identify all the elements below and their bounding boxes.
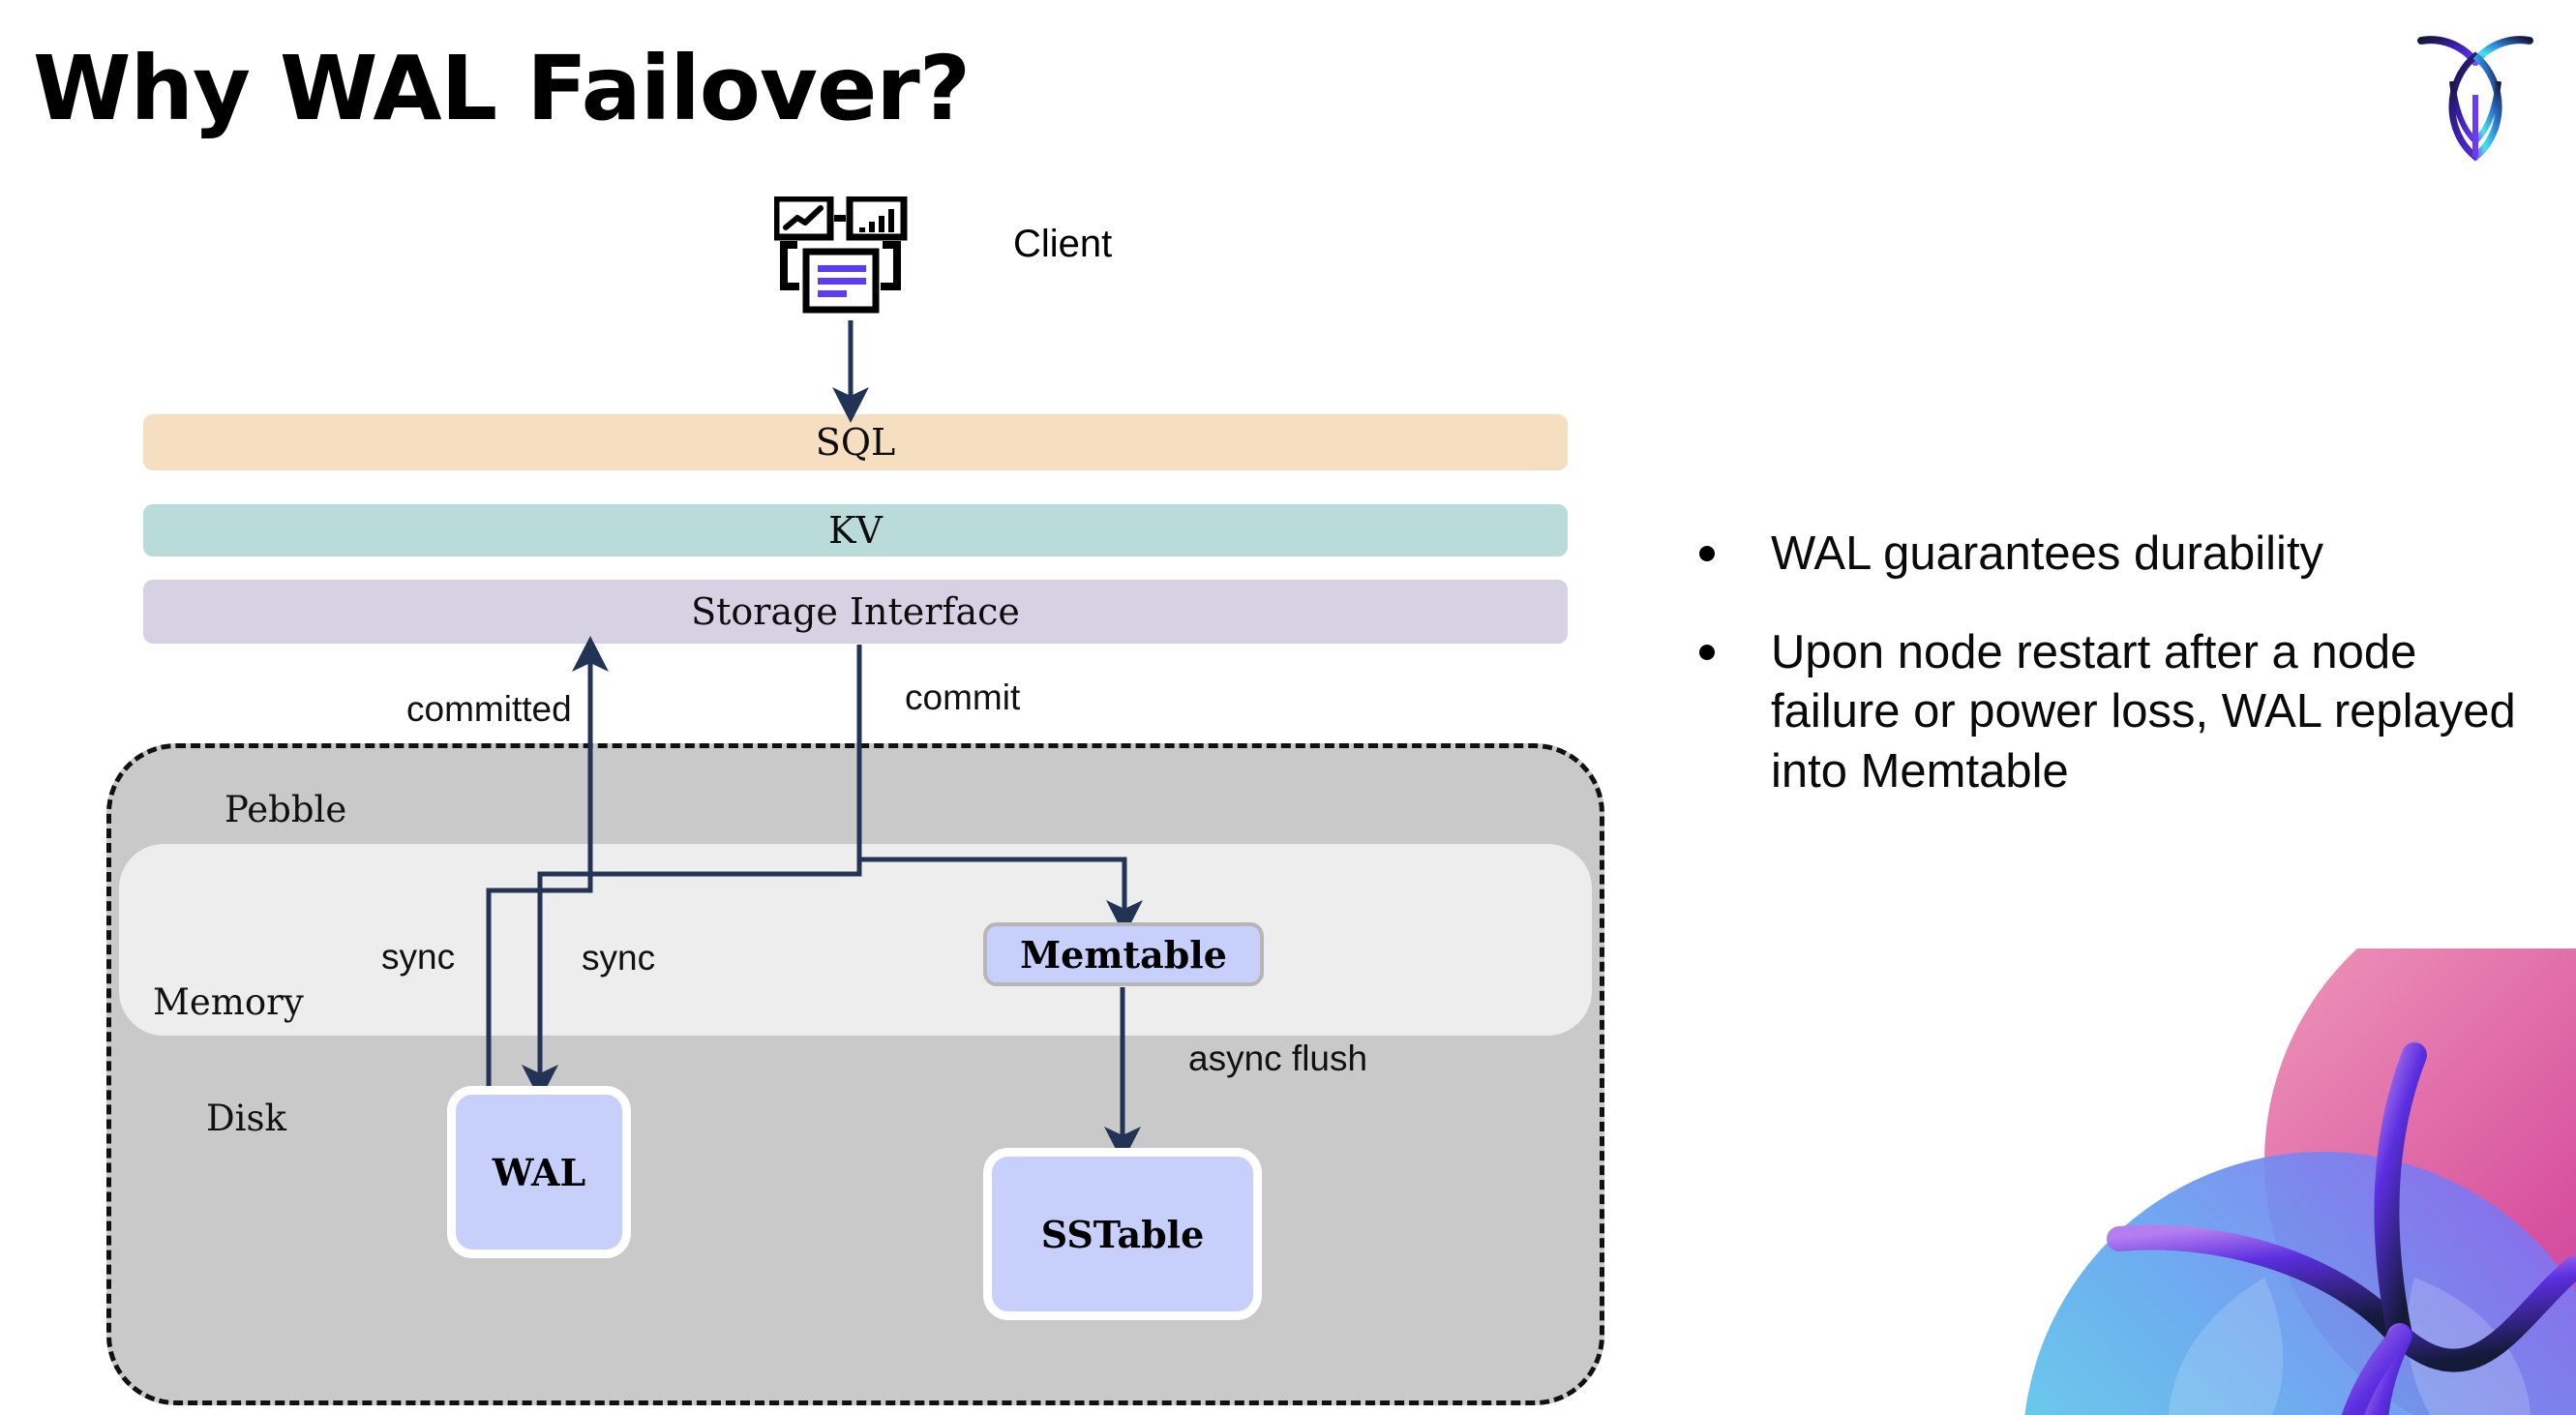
node-label-memtable: Memtable — [1020, 932, 1227, 977]
edge-label-sync-a: sync — [381, 937, 456, 977]
bullet-text: WAL guarantees durability — [1771, 527, 2324, 580]
edge-label-commit: commit — [905, 677, 1021, 717]
layer-bar-storage-interface: Storage Interface — [143, 580, 1568, 644]
bullet-dot-icon — [1699, 644, 1715, 660]
node-label-sstable: SSTable — [1040, 1212, 1205, 1256]
node-sstable: SSTable — [983, 1148, 1262, 1320]
pebble-label: Pebble — [225, 789, 347, 830]
layer-bar-sql: SQL — [143, 414, 1568, 470]
bullet-list: WAL guarantees durability Upon node rest… — [1699, 525, 2531, 841]
layer-bar-kv: KV — [143, 504, 1568, 557]
layer-label-kv: KV — [828, 509, 883, 552]
pebble-container — [106, 743, 1604, 1405]
client-label: Client — [1013, 223, 1113, 265]
cockroachdb-logo-icon — [2417, 36, 2533, 162]
disk-label: Disk — [206, 1098, 286, 1139]
edge-label-async-flush: async flush — [1188, 1039, 1368, 1078]
node-wal: WAL — [447, 1086, 631, 1258]
page-title: Why WAL Failover? — [33, 37, 971, 140]
memory-region — [119, 844, 1592, 1036]
bullet-dot-icon — [1699, 546, 1715, 561]
edge-label-sync-b: sync — [582, 938, 656, 978]
layer-label-sql: SQL — [815, 421, 896, 464]
node-memtable: Memtable — [983, 922, 1264, 986]
list-item: WAL guarantees durability — [1699, 525, 2531, 585]
bullet-text: Upon node restart after a node failure o… — [1771, 625, 2516, 798]
layer-label-storage-interface: Storage Interface — [691, 590, 1020, 633]
node-label-wal: WAL — [492, 1150, 586, 1194]
memory-label: Memory — [153, 981, 304, 1023]
edge-label-committed: committed — [406, 689, 572, 729]
list-item: Upon node restart after a node failure o… — [1699, 623, 2531, 802]
decorative-logo-artwork — [2024, 948, 2576, 1415]
client-dashboard-icon — [774, 196, 908, 314]
